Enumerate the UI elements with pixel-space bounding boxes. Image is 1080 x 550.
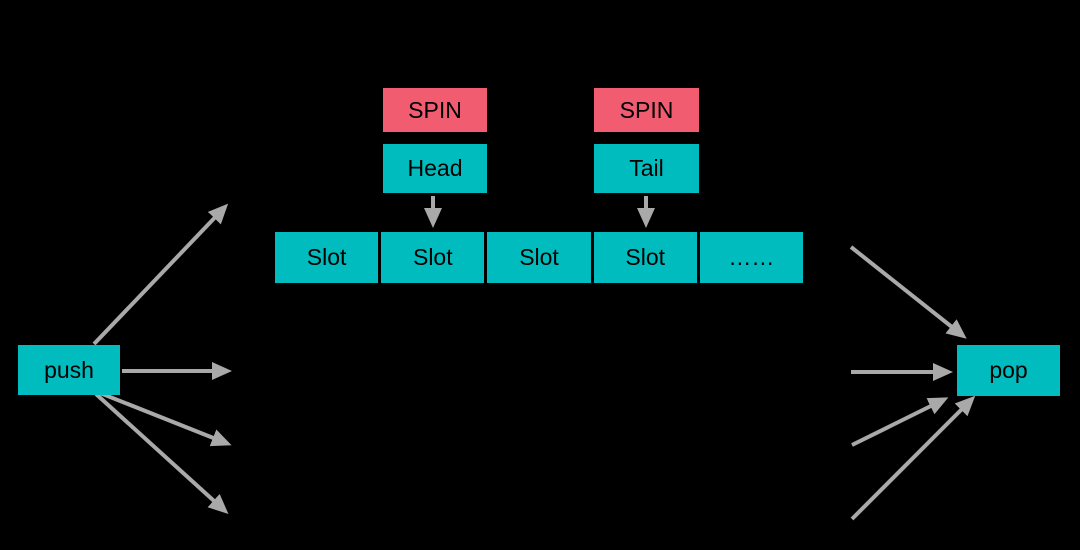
pop-arrow-4 bbox=[850, 395, 976, 521]
pop-box: pop bbox=[957, 345, 1060, 396]
spin-head-box: SPIN bbox=[383, 88, 487, 132]
push-box: push bbox=[18, 345, 120, 395]
slot-cell-1: Slot bbox=[275, 232, 379, 283]
push-arrow-3 bbox=[94, 389, 232, 447]
slot-cell-4: Slot bbox=[590, 232, 697, 283]
tail-pointer-box: Tail bbox=[594, 144, 699, 193]
push-arrow-1 bbox=[92, 203, 229, 346]
slot-cell-ellipsis: …… bbox=[696, 232, 804, 283]
pop-arrow-3 bbox=[851, 397, 949, 447]
slot-row: Slot Slot Slot Slot …… bbox=[275, 232, 804, 283]
head-pointer-box: Head bbox=[383, 144, 487, 193]
pop-arrow-1 bbox=[849, 245, 967, 339]
spin-tail-box: SPIN bbox=[594, 88, 699, 132]
push-arrow-4 bbox=[94, 392, 229, 515]
slot-cell-2: Slot bbox=[378, 232, 485, 283]
slot-cell-3: Slot bbox=[484, 232, 591, 283]
